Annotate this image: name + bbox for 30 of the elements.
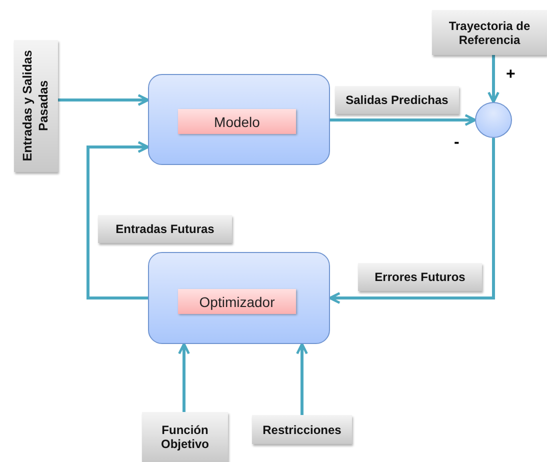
input-box [142, 412, 228, 462]
input-box [14, 40, 58, 172]
block-label: Optimizador [198, 294, 276, 310]
block-label: Salidas Predichas [344, 93, 450, 107]
input-box [432, 10, 547, 55]
process-box [148, 252, 330, 344]
arrow [296, 342, 308, 415]
sign-label: - [454, 134, 460, 152]
input-label: Entradas y Salidas Pasadas [20, 49, 51, 164]
arrow [488, 55, 500, 104]
input-box [358, 263, 482, 291]
input-box [98, 215, 232, 243]
input-box [252, 415, 352, 444]
sign-label: + [506, 66, 516, 84]
block-label: Restricciones [262, 422, 342, 436]
arrow [178, 342, 190, 412]
block-label-box [178, 289, 296, 314]
arrow [328, 138, 495, 304]
block-label: Función Objetivo [160, 423, 210, 451]
block-label: Modelo [213, 114, 261, 130]
block-label: Entradas Futuras [114, 222, 216, 236]
arrow [86, 141, 150, 300]
block-label-box [178, 109, 296, 134]
block-label: Errores Futuros [374, 270, 466, 284]
arrow [330, 114, 476, 126]
arrow [58, 94, 150, 106]
process-box [148, 74, 330, 165]
block-label: Trayectoria de Referencia [448, 18, 532, 46]
summing-junction-circle [475, 102, 512, 138]
input-box [335, 86, 459, 114]
